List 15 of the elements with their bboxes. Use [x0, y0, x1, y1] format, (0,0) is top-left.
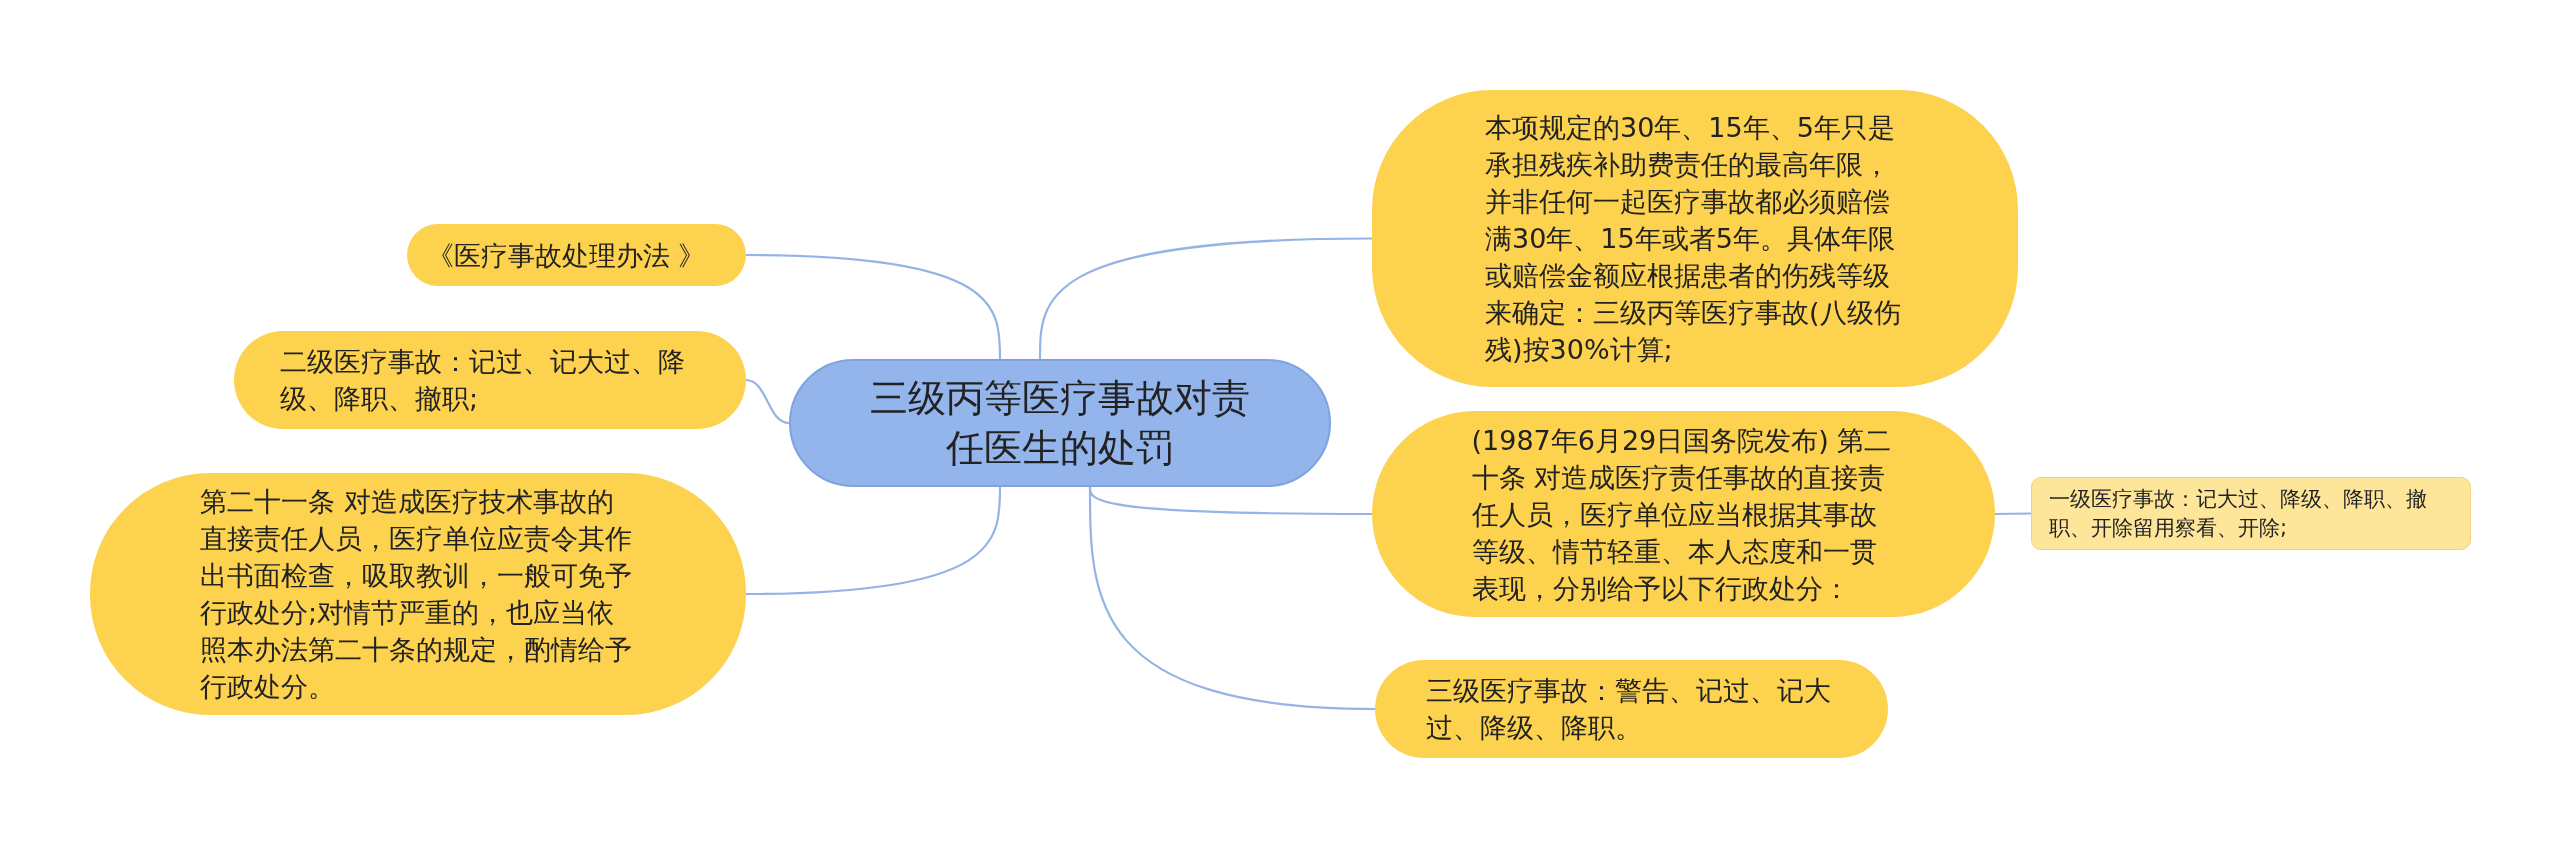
- connector-line: [1038, 237, 1372, 359]
- topic-text: 一级医疗事故：记大过、降级、降职、撤职、开除留用察看、开除;: [2049, 485, 2428, 542]
- connector-line: [745, 253, 1002, 359]
- topic-text: 第二十一条 对造成医疗技术事故的直接责任人员，医疗单位应责令其作出书面检查，吸取教训，一般可免予行政处分;对情节严重的，也应当依照本办法第二十条的规定，酌情给予行政处分。: [200, 485, 633, 704]
- connector-line: [1995, 512, 2031, 516]
- topic-text: 二级医疗事故：记过、记大过、降级、降职、撤职;: [280, 345, 686, 416]
- topic-text: 《医疗事故处理办法 》: [426, 238, 707, 273]
- topic-text: 本项规定的30年、15年、5年只是承担残疾补助费责任的最高年限，并非任何一起医疗事故都必须赔偿满30年、15年或者5年。具体年限或赔偿金额应根据患者的伤残等级来确定：三级丙等医疗事故(八级伤残)按30%计算;: [1485, 111, 1902, 367]
- subtopic-box: [2031, 477, 2471, 550]
- connector-line: [745, 378, 790, 425]
- connector-line: [1088, 487, 1376, 711]
- connector-line: [745, 487, 1002, 596]
- topic-text: 三级丙等医疗事故对责任医生的处罚: [869, 375, 1251, 472]
- topic-text: 三级医疗事故：警告、记过、记大过、降级、降职。: [1425, 674, 1832, 745]
- topic-text: (1987年6月29日国务院发布) 第二十条 对造成医疗责任事故的直接责任人员，医疗单位应当根据其事故等级、情节轻重、本人态度和一贯表现，分别给予以下行政处分：: [1471, 423, 1893, 606]
